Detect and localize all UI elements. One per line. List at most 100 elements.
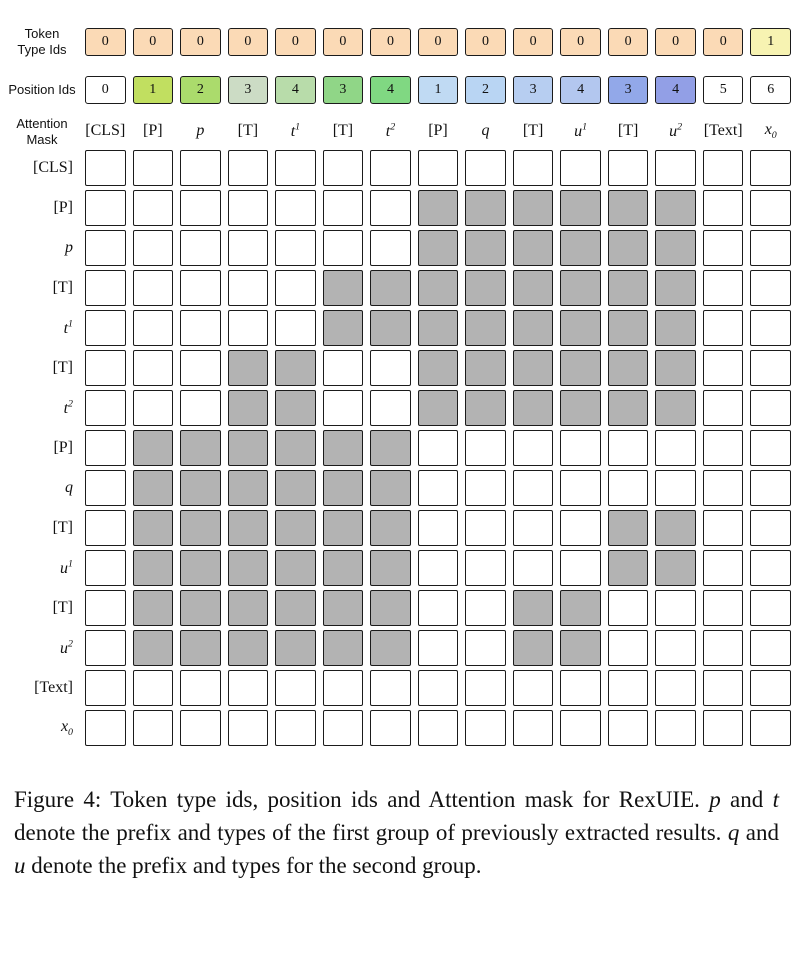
mask-cell-visible: [132, 350, 174, 387]
mask-cell-masked: [370, 510, 411, 547]
mask-cell-masked: [322, 430, 364, 467]
mask-cell-visible: [512, 670, 554, 707]
mask-cell-masked: [512, 310, 554, 347]
column-token-label: [T]: [522, 122, 544, 140]
mask-cell-masked: [227, 430, 269, 467]
column-token-label: t1: [290, 121, 301, 140]
mask-cell-visible: [322, 150, 364, 187]
mask-cell-visible: [750, 470, 791, 507]
mask-cell-visible: [750, 190, 791, 227]
mask-cell-masked: [655, 190, 696, 227]
mask-cell-masked: [560, 590, 601, 627]
mask-cell-visible: [370, 390, 411, 427]
mask-cell-visible: [417, 710, 459, 747]
mask-cell-masked: [512, 390, 554, 427]
mask-cell-visible: [85, 390, 126, 427]
mask-cell-visible: [512, 430, 554, 467]
row-token-label: u1: [60, 558, 73, 578]
attention-mask-label: Attention Mask: [16, 116, 68, 147]
row-token-label: q: [65, 479, 73, 497]
mask-cell-masked: [227, 550, 269, 587]
mask-cell-visible: [132, 150, 174, 187]
attention-mask-row: [CLS]: [6, 150, 791, 187]
position-id-cell: 1: [132, 76, 174, 105]
token-type-id-cell: 0: [85, 27, 126, 56]
mask-cell-visible: [750, 630, 791, 667]
mask-cell-visible: [560, 470, 601, 507]
mask-cell-visible: [85, 670, 126, 707]
mask-cell-visible: [607, 470, 649, 507]
mask-cell-masked: [180, 510, 221, 547]
mask-cell-masked: [370, 470, 411, 507]
mask-cell-visible: [417, 150, 459, 187]
mask-cell-masked: [512, 630, 554, 667]
mask-cell-masked: [607, 390, 649, 427]
position-id-cell: 2: [465, 76, 506, 105]
mask-cell-masked: [417, 350, 459, 387]
position-id-cell: 1: [417, 76, 459, 105]
mask-cell-visible: [750, 670, 791, 707]
mask-cell-visible: [275, 270, 316, 307]
mask-cell-visible: [275, 310, 316, 347]
mask-cell-masked: [275, 470, 316, 507]
row-token-label: [T]: [52, 359, 73, 377]
mask-cell-visible: [607, 630, 649, 667]
column-token-label: x0: [764, 121, 777, 142]
mask-cell-masked: [275, 550, 316, 587]
token-type-ids-label: Token Type Ids: [17, 26, 67, 57]
position-id-cell: 0: [85, 76, 126, 105]
position-id-cell: 3: [607, 76, 649, 105]
mask-cell-visible: [560, 710, 601, 747]
mask-cell-masked: [417, 390, 459, 427]
attention-mask-grid: [CLS][P]p[T]t1[T]t2[P]q[T]u1[T]u2[Text]x…: [6, 150, 791, 747]
mask-cell-masked: [227, 590, 269, 627]
mask-cell-visible: [180, 230, 221, 267]
mask-cell-masked: [607, 510, 649, 547]
caption-text: and: [739, 820, 779, 846]
mask-cell-visible: [607, 430, 649, 467]
mask-cell-masked: [132, 630, 174, 667]
column-token-label: q: [481, 122, 490, 140]
attention-mask-row: [T]: [6, 270, 791, 307]
mask-cell-masked: [132, 550, 174, 587]
mask-cell-visible: [322, 390, 364, 427]
mask-cell-visible: [750, 430, 791, 467]
token-type-id-cell: 0: [702, 27, 744, 56]
mask-cell-masked: [322, 590, 364, 627]
mask-cell-visible: [180, 350, 221, 387]
mask-cell-masked: [512, 350, 554, 387]
mask-cell-visible: [465, 470, 506, 507]
mask-cell-masked: [607, 230, 649, 267]
attention-mask-header-row: Attention Mask [CLS][P]p[T]t1[T]t2[P]q[T…: [6, 116, 791, 147]
mask-cell-visible: [417, 630, 459, 667]
mask-cell-visible: [227, 150, 269, 187]
mask-cell-masked: [180, 470, 221, 507]
mask-cell-visible: [85, 710, 126, 747]
mask-cell-visible: [275, 150, 316, 187]
attention-mask-row: [P]: [6, 190, 791, 227]
mask-cell-visible: [180, 150, 221, 187]
mask-cell-masked: [465, 270, 506, 307]
mask-cell-masked: [370, 430, 411, 467]
mask-cell-masked: [560, 270, 601, 307]
mask-cell-masked: [607, 270, 649, 307]
mask-cell-visible: [465, 670, 506, 707]
attention-mask-row: u1: [6, 550, 791, 587]
mask-cell-masked: [370, 270, 411, 307]
mask-cell-masked: [655, 550, 696, 587]
mask-cell-visible: [655, 710, 696, 747]
mask-cell-visible: [370, 190, 411, 227]
mask-cell-masked: [512, 270, 554, 307]
mask-cell-masked: [512, 590, 554, 627]
mask-cell-visible: [275, 670, 316, 707]
mask-cell-visible: [702, 590, 744, 627]
figure-caption: Figure 4: Token type ids, position ids a…: [14, 784, 779, 882]
mask-cell-masked: [227, 470, 269, 507]
attention-mask-row: x0: [6, 710, 791, 747]
mask-cell-visible: [180, 270, 221, 307]
mask-cell-visible: [655, 630, 696, 667]
mask-cell-visible: [417, 670, 459, 707]
mask-cell-visible: [750, 390, 791, 427]
